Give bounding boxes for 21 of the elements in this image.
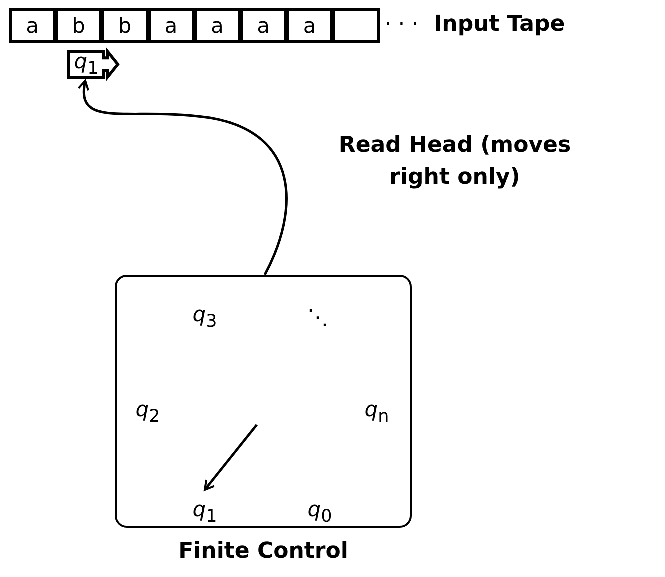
state-label: q$_{3}$	[192, 304, 218, 332]
state-label: q$_{n}$	[364, 400, 390, 426]
tape-cell: b	[101, 8, 149, 43]
arrow	[78, 80, 288, 276]
state-label: q$_{2}$	[136, 400, 160, 426]
state-label: q$_{1}$	[74, 51, 99, 78]
tape-cell	[332, 8, 380, 43]
state-label: q$_{0}$	[308, 500, 332, 526]
state-label: q$_{1}$	[192, 500, 218, 526]
tape-cell: b	[55, 8, 102, 43]
ellipsis: ⋱	[308, 308, 328, 328]
tape-cell: a	[9, 8, 56, 43]
tape-title: Input Tape	[434, 14, 566, 36]
ellipsis: · · ·	[385, 14, 418, 35]
control-title: Finite Control	[178, 541, 348, 563]
tape-cell: a	[240, 8, 288, 43]
tape-cell: a	[194, 8, 241, 43]
tape-cell: a	[286, 8, 334, 43]
tape-cell: a	[148, 8, 195, 43]
pointer-arrow	[204, 424, 258, 491]
edge-label: Read Head (moves right only)	[338, 132, 572, 192]
